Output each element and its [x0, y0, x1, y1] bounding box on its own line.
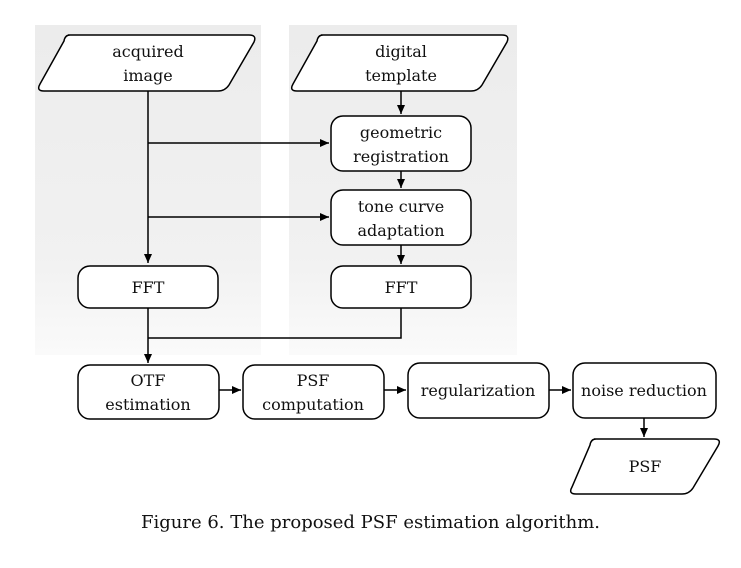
fft-left-label: FFT — [132, 278, 165, 297]
psf-computation-label-2: computation — [262, 395, 364, 414]
line-fft-right-to-otf — [148, 308, 402, 339]
psf-computation-node — [242, 364, 385, 420]
geometric-registration-label-2: registration — [353, 147, 449, 166]
regularization-label: regularization — [421, 381, 536, 400]
otf-estimation-node — [77, 364, 220, 420]
psf-computation-label-1: PSF — [297, 371, 330, 390]
acquired-image-label-1: acquired — [112, 42, 184, 61]
fft-left-node — [77, 265, 219, 309]
connectors — [144, 91, 648, 437]
psf-output-label: PSF — [629, 457, 662, 476]
acquired-image-node — [37, 34, 256, 92]
nodes: acquired image digital template geometri… — [37, 34, 721, 495]
geometric-registration-label-1: geometric — [360, 123, 442, 142]
noise-reduction-label: noise reduction — [581, 381, 707, 400]
acquired-image-label-2: image — [123, 66, 173, 85]
digital-template-node — [290, 34, 509, 92]
figure-caption: Figure 6. The proposed PSF estimation al… — [141, 512, 600, 533]
tone-curve-label-2: adaptation — [357, 221, 444, 240]
fft-right-label: FFT — [385, 278, 418, 297]
tone-curve-node — [330, 189, 472, 246]
regularization-node — [407, 362, 550, 419]
otf-estimation-label-1: OTF — [131, 371, 166, 390]
digital-template-label-1: digital — [375, 42, 427, 61]
geometric-registration-node — [330, 115, 472, 172]
otf-estimation-label-2: estimation — [105, 395, 190, 414]
fft-right-node — [330, 265, 472, 309]
noise-reduction-node — [572, 362, 717, 419]
tone-curve-label-1: tone curve — [358, 197, 444, 216]
psf-output-node — [569, 438, 721, 495]
digital-template-label-2: template — [365, 66, 437, 85]
